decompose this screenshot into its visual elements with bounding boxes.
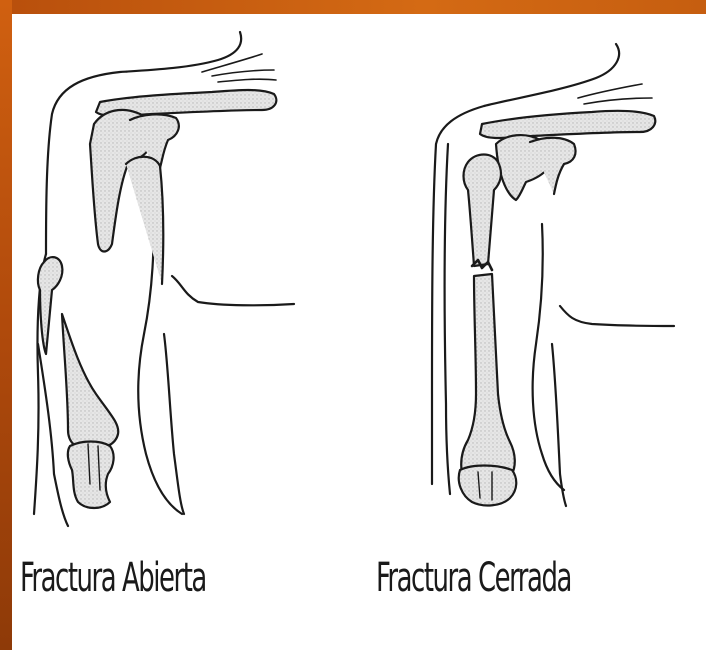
slide-frame-left <box>0 0 12 650</box>
open-arm-protruding-bone <box>38 257 62 354</box>
slide-frame-top <box>0 0 706 14</box>
illustration-panel: Fractura Abierta Fractura Cerrada <box>12 14 706 650</box>
closed-arm-skin-outline <box>432 44 619 484</box>
closed-arm-humerus-lower <box>461 274 515 474</box>
closed-fracture-arm <box>432 44 674 506</box>
caption-closed-fracture: Fractura Cerrada <box>376 548 571 608</box>
caption-open-fracture: Fractura Abierta <box>20 548 206 608</box>
closed-arm-humerus-upper <box>464 155 501 267</box>
closed-arm-elbow <box>459 466 517 506</box>
open-arm-humerus-lower <box>62 314 118 450</box>
open-arm-chest-contour <box>172 276 294 305</box>
closed-arm-clavicle <box>480 111 655 138</box>
open-arm-humerus-upper <box>126 157 163 284</box>
closed-arm-chest-contour <box>560 306 674 326</box>
open-arm-elbow <box>68 442 114 509</box>
open-fracture-arm <box>34 32 294 526</box>
